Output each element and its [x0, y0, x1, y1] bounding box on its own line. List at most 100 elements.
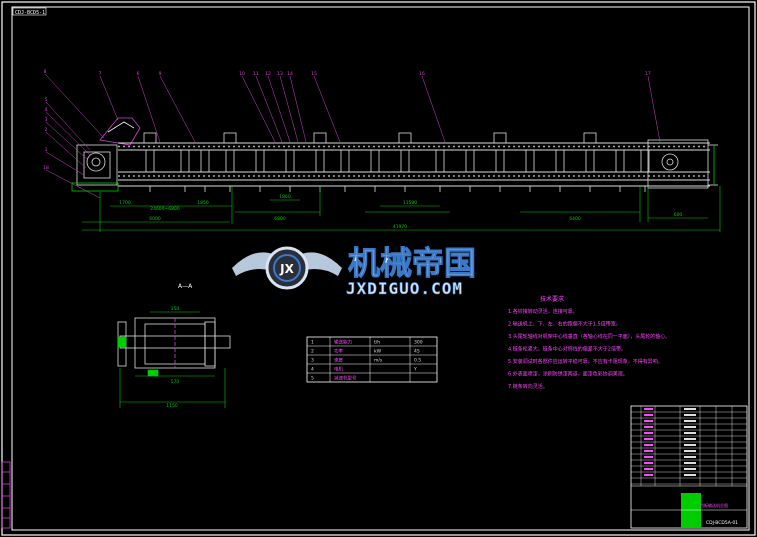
title-block-mark	[684, 462, 696, 464]
balloon-leader	[45, 151, 85, 176]
dim-range: 24600~6800	[150, 206, 180, 212]
frame-bracket	[495, 149, 505, 173]
part-balloon: 16	[419, 71, 425, 77]
notes-title: 技术要求	[540, 295, 564, 303]
table-cell: 1	[311, 340, 314, 346]
table-cell: 0.5	[414, 358, 421, 364]
title-block-mark	[684, 444, 696, 446]
frame-bracket	[225, 149, 235, 173]
title-block-mark	[684, 468, 696, 470]
table-cell: 减速机型号	[334, 375, 357, 382]
table-cell: 输送能力	[334, 339, 352, 346]
balloon-leader	[241, 75, 276, 143]
title-block-mark	[684, 420, 696, 422]
technical-notes: 技术要求 1.各铰接转动灵活，连接可靠。2.输送机上、下、左、右的跑偏不大于1.…	[508, 295, 670, 390]
idler-housing	[583, 132, 597, 144]
frame-bracket	[555, 149, 565, 173]
watermark-logo-letter: JX	[279, 262, 294, 276]
title-block-mark	[644, 438, 653, 440]
section-dim-mid: 570	[171, 379, 180, 385]
dim-11590: 11590	[403, 200, 417, 206]
part-balloon: 6	[137, 71, 140, 77]
title-block-mark	[644, 468, 653, 470]
balloon-leader	[313, 75, 341, 143]
balloon-leader	[45, 101, 91, 151]
frame-bracket	[585, 149, 595, 173]
frame-bracket	[145, 149, 155, 173]
title-block-mark	[644, 432, 653, 434]
table-cell: Y	[413, 367, 417, 373]
dim-1850: 1850	[197, 200, 209, 206]
note-item: 7.链条转向灵活。	[508, 383, 548, 390]
table-cell: 3	[311, 358, 314, 364]
head-drive	[71, 117, 141, 192]
part-balloon: 8	[44, 69, 47, 75]
frame-bracket	[340, 149, 350, 173]
section-dim-top: 350	[171, 306, 180, 312]
frame-bracket	[370, 149, 380, 173]
frame-bracket	[435, 149, 445, 173]
title-block-mark	[644, 426, 653, 428]
part-balloon: 14	[287, 71, 293, 77]
balloon-leader	[99, 75, 119, 121]
dimension-texts: 1700 24600~6800 1850 1860 6800 11590 640…	[119, 194, 682, 230]
table-cell: 2	[311, 349, 314, 355]
balloon-leader	[421, 75, 446, 143]
part-balloon: 1	[45, 147, 48, 153]
tail-section	[647, 139, 718, 189]
part-balloon: 18	[43, 165, 49, 171]
balloon-leader	[137, 75, 161, 143]
dimension-lines	[82, 186, 721, 232]
dim-1700: 1700	[119, 200, 131, 206]
watermark: JX 机械帝国 JXDIGUO.COM	[232, 244, 477, 298]
title-block-mark	[644, 462, 653, 464]
part-balloon: 7	[99, 71, 102, 77]
table-cell: 4	[311, 367, 314, 373]
note-item: 6.外表面喷漆，涂刷防锈漆两道，面漆色彩协调美观。	[508, 371, 628, 378]
note-item: 5.安装调试时各部件应运转平稳可靠，不应有卡阻现象，不得有异响。	[508, 358, 663, 365]
title-block-mark	[684, 456, 696, 458]
table-cell: t/h	[374, 340, 380, 346]
title-block-name: 刮板输送机总图	[700, 502, 728, 508]
frame-bracket	[255, 149, 265, 173]
note-item: 1.各铰接转动灵活，连接可靠。	[508, 308, 578, 315]
part-balloon: 2	[45, 127, 48, 133]
watermark-title: 机械帝国	[348, 244, 476, 282]
balloon-leader	[289, 75, 307, 143]
balloon-leader	[647, 75, 661, 143]
frame-bracket	[285, 149, 295, 173]
idler-housing	[398, 132, 412, 144]
table-cell: kW	[374, 349, 382, 355]
part-balloon: 5	[45, 97, 48, 103]
title-block-mark	[684, 450, 696, 452]
part-balloon: 15	[311, 71, 317, 77]
title-block-mark	[644, 450, 653, 452]
balloon-leader	[45, 131, 87, 169]
title-block-mark	[644, 414, 653, 416]
table-cell: 5	[311, 376, 314, 382]
part-balloon: 12	[265, 71, 271, 77]
frame-bracket	[200, 149, 210, 173]
part-balloon: 11	[253, 71, 259, 77]
balloon-leader	[255, 75, 283, 143]
title-block-mark	[644, 444, 653, 446]
drawing-code: CDJ-BCD5-1	[15, 10, 45, 16]
conveyor-elevation: 1700 24600~6800 1850 1860 6800 11590 640…	[43, 69, 721, 232]
dim-1860: 1860	[279, 194, 291, 200]
title-block-mark	[644, 456, 653, 458]
support-legs	[143, 132, 650, 192]
idler-housing	[143, 132, 157, 144]
table-cell: 电机	[334, 366, 343, 373]
title-block-mark	[684, 426, 696, 428]
note-item: 4.链条松紧大，链条中心对称线的偏差不大于2倍带。	[508, 346, 626, 353]
frame-bracket	[315, 149, 325, 173]
part-balloon: 4	[45, 107, 48, 113]
balloon-leader	[45, 111, 91, 156]
frame-bracket	[525, 149, 535, 173]
inner-border	[11, 6, 750, 531]
dim-total: 41970	[393, 224, 407, 230]
table-cell: m/s	[374, 358, 383, 364]
